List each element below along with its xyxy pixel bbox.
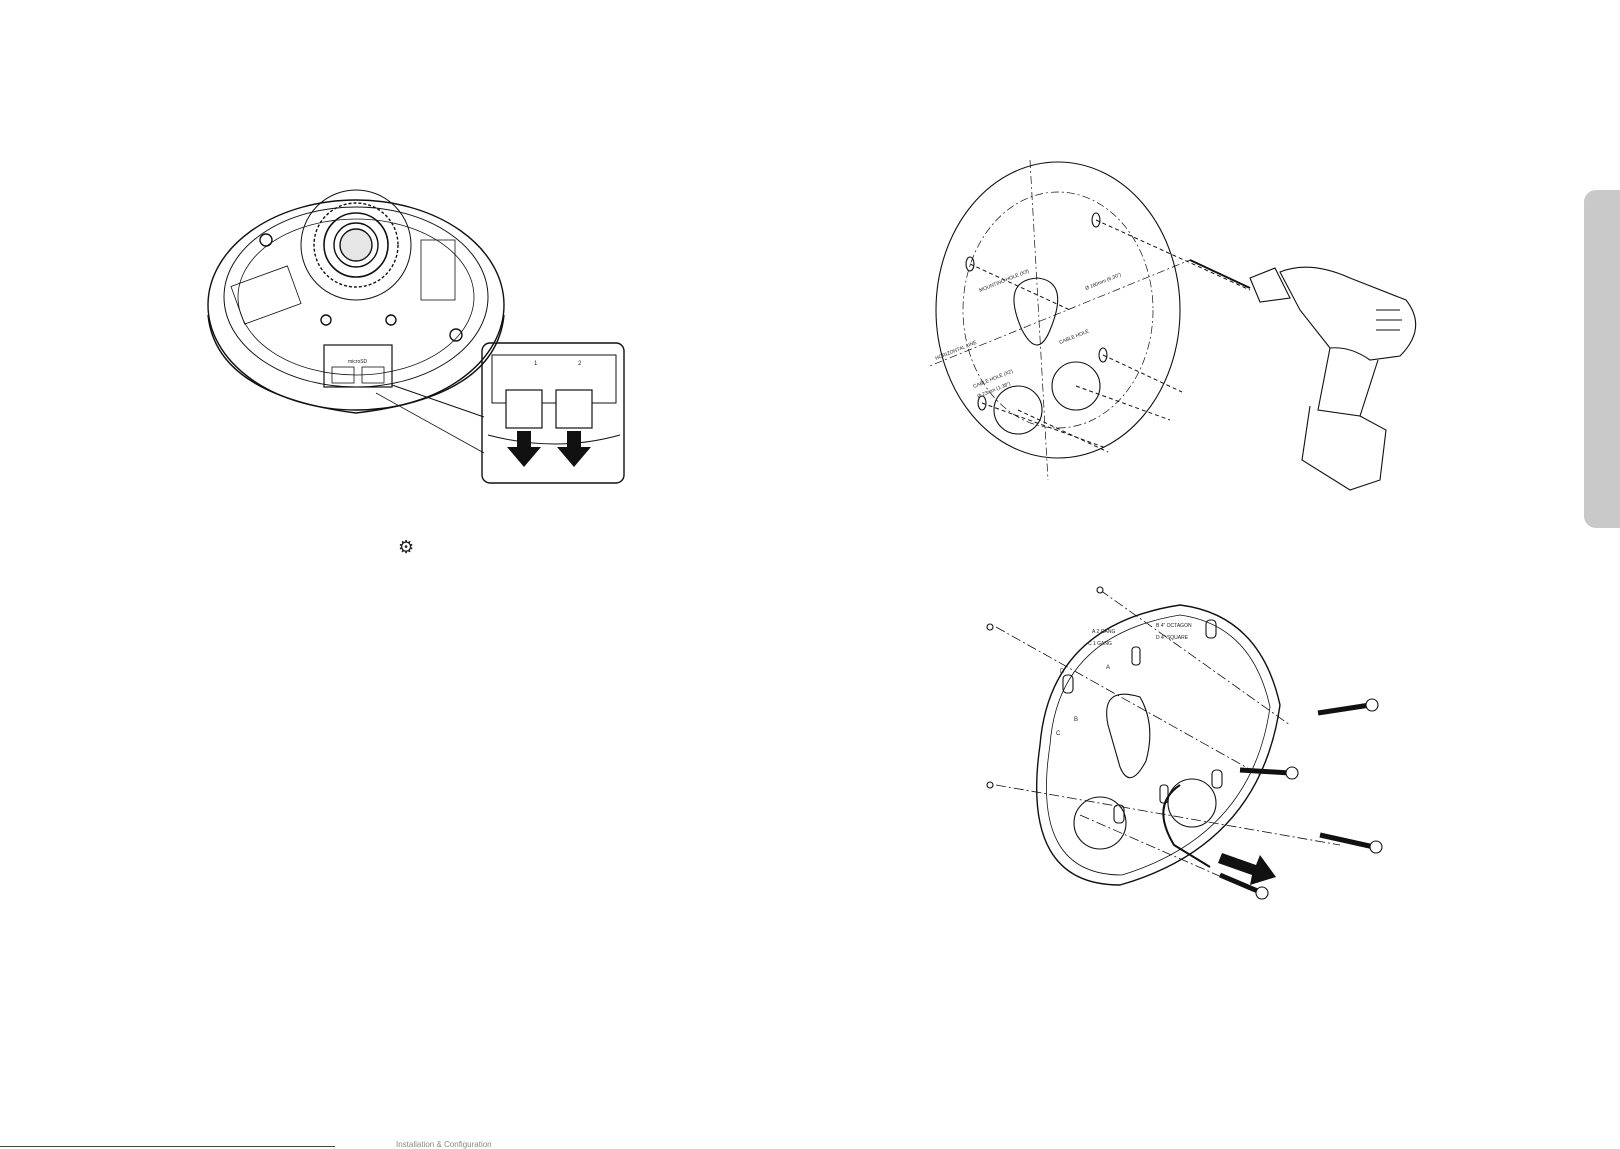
plate-hole-letter-c: C (1056, 731, 1061, 737)
drill-template-figure: MOUNTING HOLE (X3) Ø 160mm (6.30") CABLE… (930, 160, 1490, 520)
cable-hole-label: CABLE HOLE (1059, 328, 1091, 346)
plate-hole-letter-d: D (1060, 669, 1065, 675)
mounting-hole-label: MOUNTING HOLE (X3) (979, 268, 1031, 294)
plate-legend-right-2: D 4" SQUARE (1156, 635, 1189, 641)
eject-arrow-icons (507, 431, 591, 467)
mount-plate-figure: A 2 GANG C 1 GANG B 4" OCTAGON D 4" SQUA… (960, 585, 1420, 925)
gear-icon: ⚙ (398, 539, 416, 557)
plate-hole-letter-b: B (1074, 717, 1078, 723)
diameter-label: Ø 160mm (6.30") (1085, 272, 1123, 292)
plate-legend-right-1: B 4" OCTAGON (1156, 623, 1192, 629)
card-slot-label-2: 2 (578, 361, 582, 367)
chapter-side-tab (1584, 190, 1620, 528)
footer-text: Installation & Configuration (396, 1141, 492, 1149)
plate-legend-left-1: A 2 GANG (1092, 629, 1115, 635)
camera-sd-card-figure: microSD 1 2 (206, 185, 646, 505)
camera-card-marking: microSD (348, 359, 368, 365)
plate-legend-left-2: C 1 GANG (1088, 641, 1112, 647)
plate-hole-letter-a: A (1106, 665, 1110, 671)
card-slot-label-1: 1 (534, 361, 538, 367)
